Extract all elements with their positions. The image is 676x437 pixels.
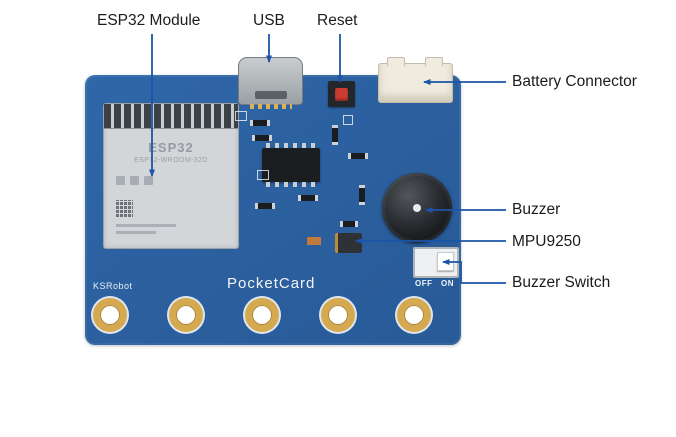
- esp32-module-subtitle: ESP32-WROOM-32D: [134, 157, 208, 164]
- smd-component: [307, 237, 321, 245]
- silkscreen-mark: [343, 115, 353, 125]
- smd-component: [298, 195, 318, 201]
- brand-text: KSRobot: [93, 281, 133, 291]
- smd-component: [332, 125, 338, 145]
- io-ring-hole: [397, 298, 431, 332]
- smd-component: [250, 120, 270, 126]
- battery-connector-tab: [425, 57, 443, 66]
- smd-component: [255, 203, 275, 209]
- io-ring-hole: [245, 298, 279, 332]
- switch-knob: [437, 252, 454, 271]
- silkscreen-mark: [235, 111, 247, 121]
- label-battery-connector: Battery Connector: [512, 73, 637, 90]
- battery-connector-tab: [387, 57, 405, 66]
- io-ring-hole: [169, 298, 203, 332]
- label-mpu9250: MPU9250: [512, 233, 581, 250]
- buzzer: [382, 173, 452, 243]
- label-reset: Reset: [317, 12, 358, 29]
- switch-off-label: OFF: [415, 279, 433, 288]
- silkscreen-mark: [116, 224, 176, 227]
- battery-connector: [378, 57, 453, 103]
- cert-mark-icon: [116, 176, 125, 185]
- silkscreen-mark: [116, 231, 156, 234]
- esp32-module: ESP32 ESP32-WROOM-32D: [103, 103, 239, 249]
- label-esp32-module: ESP32 Module: [97, 12, 201, 29]
- reset-button: [328, 81, 355, 107]
- esp32-antenna-icon: [104, 104, 238, 129]
- smd-component: [359, 185, 365, 205]
- cert-mark-icon: [144, 176, 153, 185]
- smd-component: [252, 135, 272, 141]
- qr-code-icon: [116, 200, 133, 217]
- buzzer-switch: [413, 247, 459, 278]
- ic-pins: [266, 143, 316, 148]
- buzzer-hole: [413, 204, 421, 212]
- switch-on-label: ON: [441, 279, 454, 288]
- label-usb: USB: [253, 12, 285, 29]
- pcb-board: ESP32 ESP32-WROOM-32D: [85, 57, 461, 345]
- mpu9250-chip: [335, 233, 362, 253]
- product-name: PocketCard: [227, 275, 316, 292]
- io-ring-hole: [93, 298, 127, 332]
- ic-chip: [262, 143, 320, 187]
- label-buzzer-switch: Buzzer Switch: [512, 274, 611, 291]
- smd-component: [348, 153, 368, 159]
- io-ring-hole: [321, 298, 355, 332]
- usb-solder-pins: [249, 104, 292, 109]
- usb-port-opening: [254, 91, 287, 99]
- esp32-module-title: ESP32: [148, 140, 194, 155]
- smd-component: [340, 221, 358, 227]
- cert-mark-icon: [130, 176, 139, 185]
- ic-pins: [266, 182, 316, 187]
- silkscreen-mark: [257, 170, 269, 180]
- reset-button-cap: [335, 88, 348, 101]
- label-buzzer: Buzzer: [512, 201, 561, 218]
- usb-connector: [238, 57, 303, 109]
- certification-marks: [116, 176, 153, 185]
